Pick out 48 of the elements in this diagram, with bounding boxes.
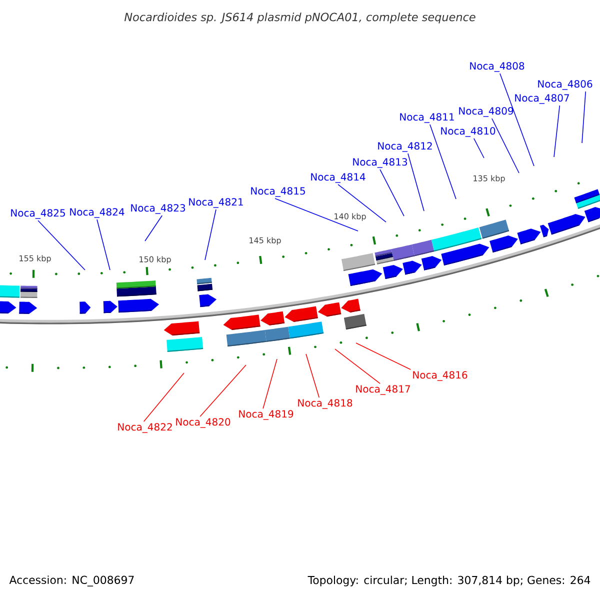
gene-label: Noca_4812 xyxy=(378,142,432,152)
scale-label: 140 kbp xyxy=(334,213,366,221)
leader-line xyxy=(204,209,216,260)
gene-label: Noca_4809 xyxy=(459,107,514,117)
gene-label: Noca_4817 xyxy=(356,385,410,395)
leader-line xyxy=(408,153,424,212)
leader-line xyxy=(143,372,184,422)
gene-label: Noca_4823 xyxy=(131,204,186,214)
leader-line xyxy=(38,220,86,270)
title: Nocardioides sp. JS614 plasmid pNOCA01, complete sequence xyxy=(124,12,476,24)
scale-label: 135 kbp xyxy=(474,175,505,183)
leader-line xyxy=(144,215,163,242)
gene-label: Noca_4818 xyxy=(298,399,352,409)
leader-line xyxy=(554,105,560,158)
gene-label: Noca_4820 xyxy=(176,418,230,428)
leader-line xyxy=(500,73,534,166)
leader-line xyxy=(262,358,278,409)
gene-label: Noca_4825 xyxy=(11,209,65,219)
accession-text: Accession: NC_008697 xyxy=(9,576,134,586)
leader-line xyxy=(96,219,110,270)
gene-label: Noca_4816 xyxy=(413,371,468,381)
leader-line xyxy=(356,342,411,370)
leader-line xyxy=(306,354,320,398)
gene-label: Noca_4824 xyxy=(70,208,124,218)
gene-label: Noca_4808 xyxy=(470,62,524,72)
leader-line xyxy=(492,118,520,174)
scale-label: 145 kbp xyxy=(250,237,281,245)
gene-label: Noca_4822 xyxy=(118,423,172,433)
topology-text: Topology: circular; Length: 307,814 bp; Genes: 264 xyxy=(308,576,590,586)
leader-line xyxy=(430,124,456,200)
gene-label: Noca_4807 xyxy=(515,94,569,104)
leader-line xyxy=(274,198,358,232)
gene-label: Noca_4821 xyxy=(189,198,243,208)
leader-line xyxy=(200,364,246,417)
gene-label: Noca_4806 xyxy=(538,80,592,90)
leader-line xyxy=(474,138,484,158)
leader-line xyxy=(338,184,386,222)
leader-line xyxy=(380,169,404,216)
gene-label: Noca_4814 xyxy=(311,173,366,183)
leader-line xyxy=(334,348,380,384)
gene-label: Noca_4815 xyxy=(251,187,305,197)
leader-line xyxy=(582,91,586,144)
gene-label: Noca_4819 xyxy=(239,410,294,420)
gene-label: Noca_4811 xyxy=(400,113,454,123)
gene-label: Noca_4810 xyxy=(441,127,496,137)
scale-label: 150 kbp xyxy=(140,256,171,264)
scale-label: 155 kbp xyxy=(20,255,51,263)
gene-label: Noca_4813 xyxy=(353,158,408,168)
